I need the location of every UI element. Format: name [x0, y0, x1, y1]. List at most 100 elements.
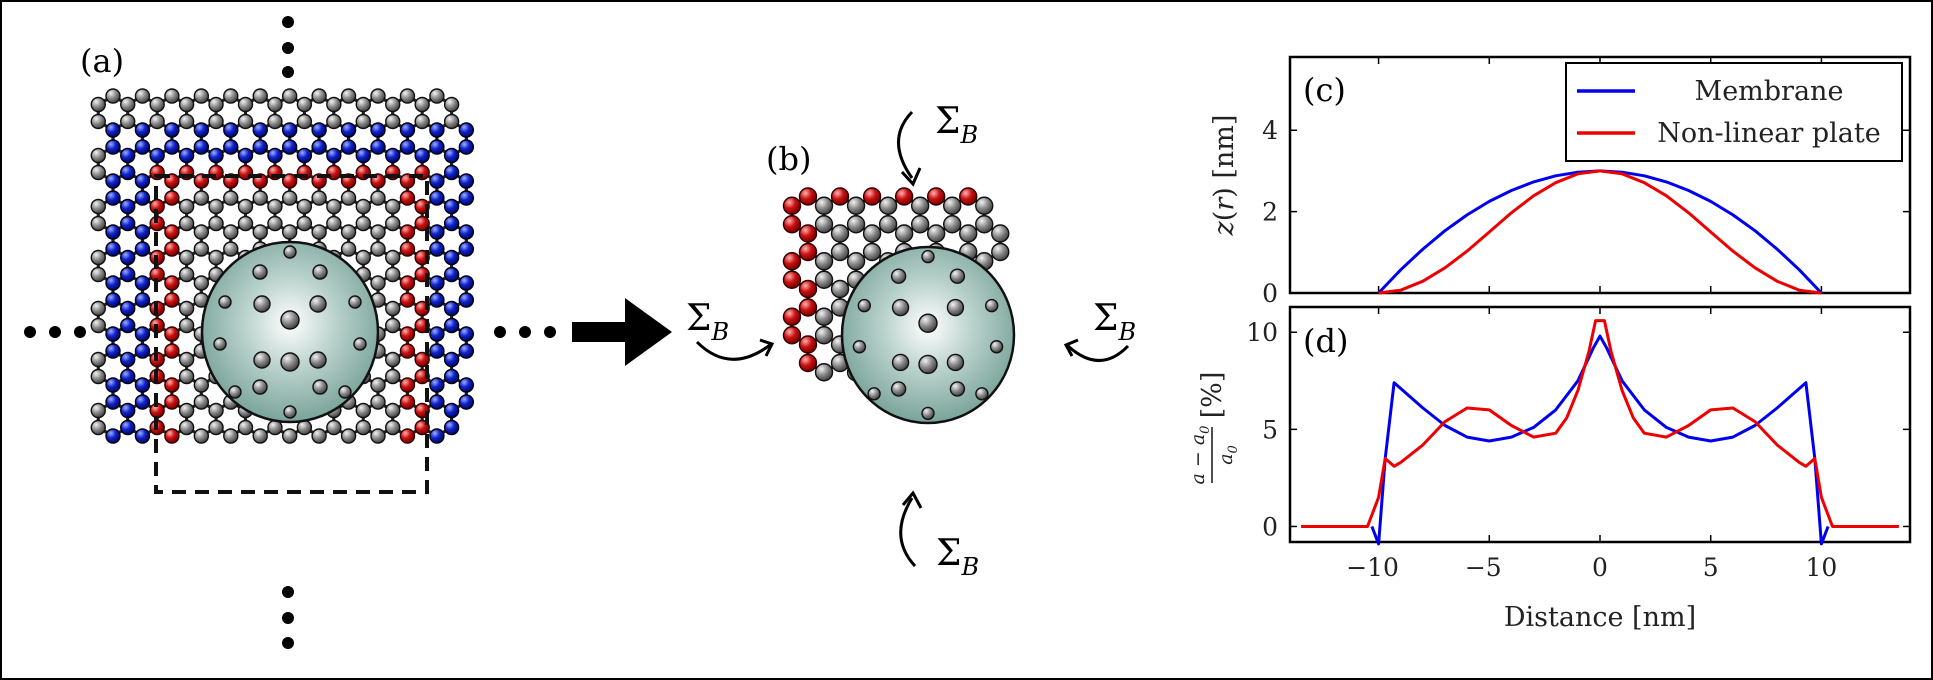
nanoparticle-atom — [975, 387, 989, 401]
atom-carbon — [443, 113, 460, 130]
atom-outer-boundary — [296, 147, 313, 164]
atom-outer-boundary — [458, 275, 475, 291]
nanoparticle-atoms-a — [213, 245, 367, 419]
sigma-bottom: ΣB — [899, 490, 979, 581]
atom-carbon — [385, 249, 401, 266]
atom-carbon — [355, 96, 371, 113]
chart-c-ylabel: z(r) [nm] — [1209, 115, 1240, 237]
svg-text:ΣB: ΣB — [935, 101, 978, 149]
atom-outer-boundary — [105, 377, 121, 393]
atom-outer-boundary — [458, 190, 475, 206]
atom-outer-boundary — [429, 190, 445, 206]
nanoparticle-atom — [890, 268, 907, 284]
atom-carbon — [311, 88, 327, 104]
atom-outer-boundary — [105, 275, 121, 291]
atom-carbon — [193, 190, 210, 206]
atom-boundary — [164, 241, 180, 257]
atom-carbon — [370, 275, 386, 291]
nanoparticle-atom — [891, 298, 910, 317]
atom-carbon — [385, 215, 401, 232]
atom-outer-boundary — [443, 419, 460, 436]
atom-outer-boundary — [458, 241, 475, 257]
atom-carbon — [178, 300, 195, 317]
atom-outer-boundary — [458, 173, 475, 189]
xtick-label: 0 — [1592, 553, 1608, 582]
nanoparticle-atom — [253, 295, 271, 313]
atom-carbon — [296, 113, 313, 130]
atom-carbon — [267, 215, 283, 232]
atom-boundary — [782, 307, 802, 326]
atom-carbon — [178, 368, 195, 385]
atom-boundary — [399, 377, 416, 393]
atom-boundary — [399, 224, 416, 240]
atom-outer-boundary — [340, 139, 357, 155]
atom-carbon — [830, 242, 850, 262]
atom-carbon — [296, 198, 313, 215]
atom-boundary — [894, 187, 914, 206]
atom-carbon — [355, 419, 371, 436]
atom-carbon — [814, 326, 834, 345]
atom-carbon — [370, 88, 386, 104]
atom-carbon — [311, 224, 327, 240]
atom-outer-boundary — [120, 368, 136, 385]
atom-carbon — [399, 88, 416, 104]
atom-outer-boundary — [311, 139, 327, 155]
atom-carbon — [814, 307, 834, 326]
legend: Membrane Non-linear plate — [1565, 62, 1903, 162]
nanoparticle-atom — [213, 337, 227, 351]
atom-outer-boundary — [385, 147, 401, 164]
atom-carbon — [90, 317, 106, 334]
atom-outer-boundary — [208, 147, 224, 164]
sigma-top: ΣB — [897, 101, 978, 187]
atom-carbon — [326, 215, 342, 232]
atom-boundary — [798, 298, 818, 317]
atom-outer-boundary — [164, 122, 180, 138]
atom-outer-boundary — [443, 368, 460, 385]
atom-outer-boundary — [105, 139, 121, 155]
xtick-label: −10 — [1346, 553, 1399, 582]
atom-outer-boundary — [443, 351, 460, 368]
nanoparticle-b — [840, 245, 1016, 425]
atom-outer-boundary — [134, 326, 151, 342]
continuation-dots-bottom — [282, 586, 294, 649]
atom-outer-boundary — [429, 343, 445, 359]
atom-outer-boundary — [134, 343, 151, 359]
nanoparticle-atom — [252, 379, 268, 395]
atom-carbon — [846, 215, 866, 234]
atom-outer-boundary — [134, 173, 151, 189]
atom-carbon — [208, 402, 224, 419]
atom-carbon — [355, 249, 371, 266]
atom-carbon — [340, 224, 357, 240]
atom-carbon — [830, 279, 850, 299]
atom-boundary — [164, 275, 180, 291]
atom-outer-boundary — [443, 317, 460, 334]
atom-boundary — [399, 241, 416, 257]
nanoparticle-atom — [283, 245, 297, 259]
atom-carbon — [846, 196, 866, 215]
atom-carbon — [252, 88, 268, 104]
atom-outer-boundary — [370, 122, 386, 138]
atom-outer-boundary — [105, 292, 121, 308]
atom-carbon — [223, 190, 239, 206]
atom-carbon — [340, 428, 357, 444]
atom-outer-boundary — [105, 343, 121, 359]
atom-carbon — [385, 317, 401, 334]
atom-carbon — [208, 215, 224, 232]
atom-carbon — [385, 266, 401, 283]
atom-carbon — [355, 402, 371, 419]
atom-outer-boundary — [458, 343, 475, 359]
atom-carbon — [237, 96, 254, 113]
atom-carbon — [846, 252, 866, 271]
atom-outer-boundary — [443, 215, 460, 232]
atom-carbon — [178, 198, 195, 215]
atom-carbon — [296, 96, 313, 113]
nanoparticle-atom — [252, 264, 268, 280]
nanoparticle-atom — [921, 406, 935, 421]
atom-outer-boundary — [105, 122, 121, 138]
atom-carbon — [120, 113, 136, 130]
atom-carbon — [862, 224, 882, 243]
atom-carbon — [326, 198, 342, 215]
ytick-label: 5 — [1262, 415, 1278, 444]
